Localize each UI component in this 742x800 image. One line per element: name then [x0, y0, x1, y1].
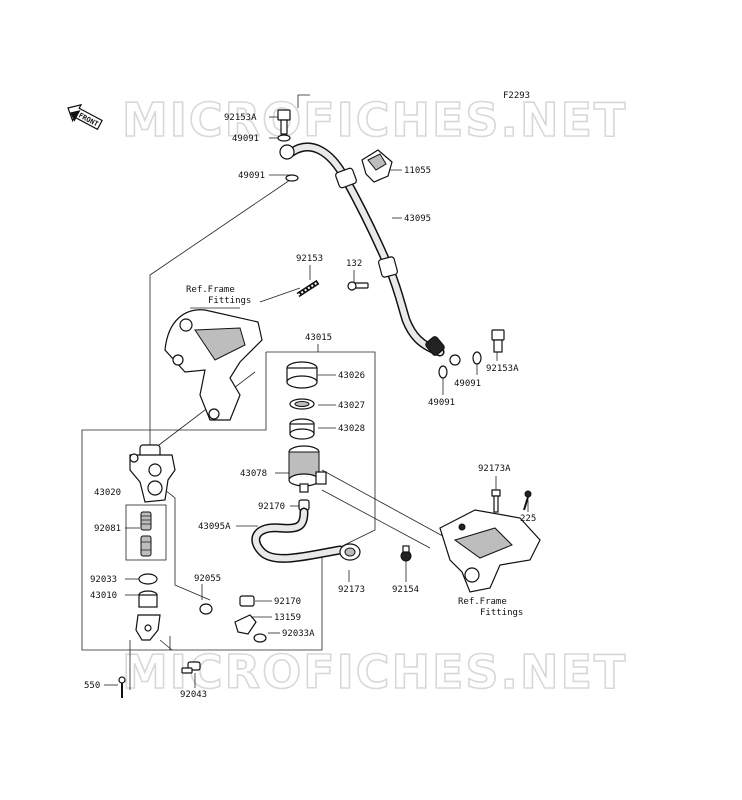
o-ring-92055 [199, 603, 213, 615]
washer-49091-c [472, 351, 482, 365]
label-92153a-right: 92153A [486, 364, 519, 374]
label-49091-c: 49091 [454, 379, 481, 389]
diagram-code: F2293 [503, 91, 530, 101]
label-49091-b: 49091 [238, 171, 265, 181]
master-cylinder-43020 [129, 444, 176, 503]
label-43026: 43026 [338, 371, 365, 381]
banjo-bolt-92153a-right [491, 329, 505, 353]
label-92153a-top: 92153A [224, 113, 257, 123]
label-132: 132 [346, 259, 362, 269]
fitting-13159 [234, 614, 257, 635]
label-92043: 92043 [180, 690, 207, 700]
label-43095: 43095 [404, 214, 431, 224]
leader-lines [104, 94, 529, 690]
piston [140, 535, 152, 557]
reservoir-hose-43095a [251, 507, 345, 563]
brake-hose-43095 [279, 142, 461, 366]
label-92170-b: 92170 [274, 597, 301, 607]
label-92055: 92055 [194, 574, 221, 584]
label-92170-a: 92170 [258, 502, 285, 512]
label-ref-frame-2-line1: Ref.Frame [458, 597, 507, 607]
label-43027: 43027 [338, 401, 365, 411]
plate-43027 [289, 398, 315, 410]
circlip-92033 [138, 573, 158, 585]
clamp-92173 [339, 543, 361, 561]
clevis [135, 614, 161, 641]
diaphragm-43028 [289, 418, 315, 440]
cotter-pin-550 [118, 676, 126, 698]
part-labels: 92153A 49091 49091 11055 43095 92153 132… [84, 113, 536, 700]
watermark-bottom: MICROFICHES.NET [122, 645, 627, 699]
label-92153: 92153 [296, 254, 323, 264]
frame-bracket-left [164, 309, 263, 421]
label-49091-d: 49091 [428, 398, 455, 408]
frame-bracket-right [439, 509, 541, 593]
label-43010: 43010 [90, 591, 117, 601]
label-92154: 92154 [392, 585, 419, 595]
boot-43010 [138, 590, 158, 608]
label-43020: 43020 [94, 488, 121, 498]
washer-49091-b [285, 174, 299, 182]
label-ref-frame-1-line1: Ref.Frame [186, 285, 235, 295]
front-arrow-icon: FRONT [67, 103, 103, 131]
label-ref-frame-2-line2: Fittings [480, 608, 523, 618]
pin-92043 [181, 661, 201, 674]
banjo-bolt-92153a-top [277, 109, 291, 135]
circlip-92033a [253, 633, 267, 643]
clamp-92170-b [239, 595, 255, 607]
label-92033: 92033 [90, 575, 117, 585]
bolt-92154 [400, 545, 412, 562]
label-43015: 43015 [305, 333, 332, 343]
washer-49091-d [438, 365, 448, 379]
piston-kit-box [125, 504, 167, 561]
watermark-top: MICROFICHES.NET [122, 93, 627, 147]
label-92033a: 92033A [282, 629, 315, 639]
label-550: 550 [84, 681, 100, 691]
label-43028: 43028 [338, 424, 365, 434]
bolt-132 [347, 281, 369, 291]
screw-225 [523, 490, 532, 511]
label-43078: 43078 [240, 469, 267, 479]
label-92173: 92173 [338, 585, 365, 595]
label-92081: 92081 [94, 524, 121, 534]
label-49091-a: 49091 [232, 134, 259, 144]
reservoir-43078 [288, 445, 327, 493]
label-11055: 11055 [404, 166, 431, 176]
spring-92081 [140, 511, 152, 531]
label-92173a: 92173A [478, 464, 511, 474]
label-ref-frame-1-line2: Fittings [208, 296, 251, 306]
label-43095a: 43095A [198, 522, 231, 532]
label-13159: 13159 [274, 613, 301, 623]
group-outline-left [81, 352, 267, 651]
label-225: 225 [520, 514, 536, 524]
bolt-92173a [491, 489, 501, 513]
hose-clamp-11055 [361, 149, 393, 183]
washer-49091-a [277, 134, 291, 142]
reservoir-cap-43026 [286, 361, 318, 389]
bolt-92153 [296, 279, 320, 298]
